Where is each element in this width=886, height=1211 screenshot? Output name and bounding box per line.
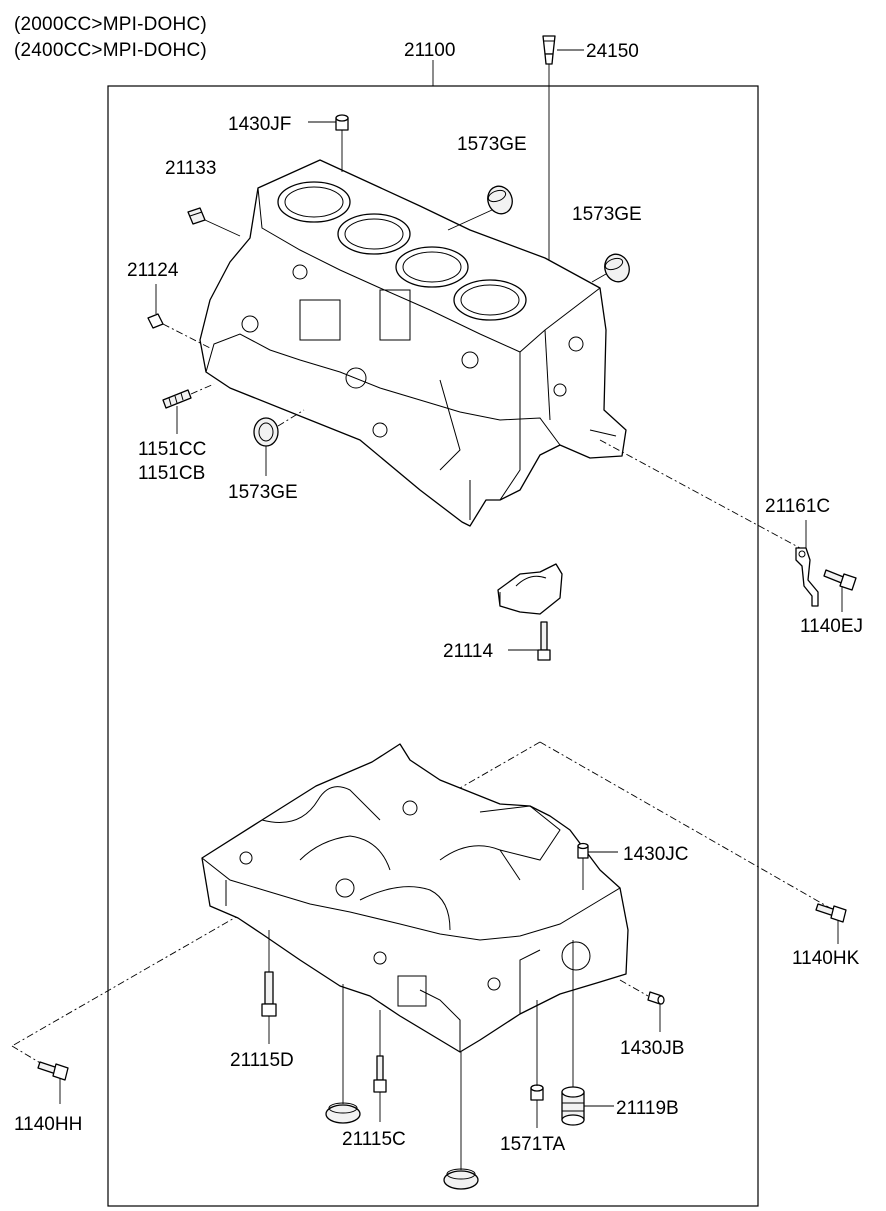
label-1140HH[interactable]: 1140HH [14,1114,82,1135]
label-21119B[interactable]: 21119B [616,1098,679,1119]
plug-21119B[interactable] [561,1086,585,1126]
label-21161C[interactable]: 21161C [765,496,830,517]
leader-1430JB-dash [619,979,649,997]
label-21115C[interactable]: 21115C [342,1129,406,1150]
pin-1571TA[interactable] [530,1084,544,1101]
leader-1140HH-dash2 [11,1045,43,1065]
label-21124[interactable]: 21124 [127,260,179,281]
label-1573GE-right[interactable]: 1573GE [572,204,642,225]
bracket-21161C[interactable] [795,547,819,607]
engine-variant-2400cc: (2400CC>MPI-DOHC) [14,40,207,61]
upper-cylinder-block[interactable] [199,159,627,527]
bolt-1140EJ[interactable] [823,569,857,591]
label-21114[interactable]: 21114 [443,641,493,662]
bolt-21115C[interactable] [373,1055,387,1093]
pin-1430JF[interactable] [335,114,349,131]
label-1430JC[interactable]: 1430JC [623,844,689,865]
seal-1573GE-bottom[interactable] [253,417,279,447]
leader-1573GE-bottom-dash [277,409,305,427]
pin-21124[interactable] [147,313,164,329]
label-21115D[interactable]: 21115D [230,1050,294,1071]
leader-1151CC-dash [190,383,215,395]
bolt-1140HH[interactable] [37,1061,69,1081]
label-1140EJ[interactable]: 1140EJ [800,616,863,637]
label-21133[interactable]: 21133 [165,158,216,179]
plug-21133[interactable] [187,207,206,225]
plug-bottom[interactable] [443,1168,479,1190]
label-1140HK[interactable]: 1140HK [792,948,860,969]
plug-1573GE-right[interactable] [601,251,633,286]
bolt-21115D[interactable] [261,971,277,1017]
label-1573GE-bottom[interactable]: 1573GE [228,482,298,503]
stud-1151CC[interactable] [162,389,192,409]
pin-1430JB[interactable] [647,991,665,1005]
label-1571TA[interactable]: 1571TA [500,1134,565,1155]
leader-21133 [204,219,241,237]
leader-1573GE-right [591,273,607,283]
label-24150[interactable]: 24150 [586,41,639,62]
label-1430JB[interactable]: 1430JB [620,1038,684,1059]
label-1430JF[interactable]: 1430JF [228,114,291,135]
leader-21161C-dash [599,439,801,549]
pin-24150[interactable] [542,35,556,65]
label-1573GE-top[interactable]: 1573GE [457,134,527,155]
label-1151CC[interactable]: 1151CC [138,439,206,460]
bolt-21114[interactable] [537,621,551,661]
label-21100[interactable]: 21100 [404,40,455,61]
pin-1430JC[interactable] [577,842,589,859]
lower-crankcase[interactable] [201,743,629,1053]
plug-1573GE-top[interactable] [484,183,516,218]
leader-1573GE-top [447,209,493,231]
label-1151CB[interactable]: 1151CB [138,463,205,484]
bolt-1140HK[interactable] [815,903,847,923]
engine-variant-2000cc: (2000CC>MPI-DOHC) [14,14,207,35]
bearing-cap-21114[interactable] [497,563,563,615]
leader-1140HK-dash [539,741,831,909]
leader-21124 [162,323,211,349]
plug-21115C[interactable] [325,1102,361,1124]
